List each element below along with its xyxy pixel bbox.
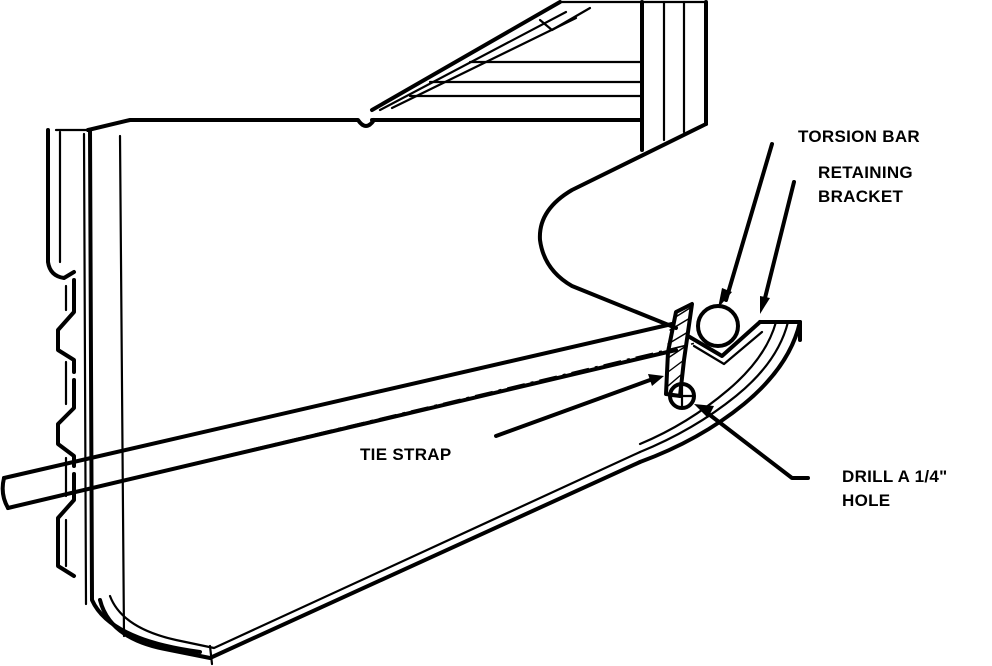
torsion-bar-arrowhead [718,288,732,308]
bottom-seam [208,644,214,666]
torsion-bar-bottom-line [6,348,678,510]
tie-strap-label: TIE STRAP [360,445,452,464]
bracket-ledge [758,320,802,342]
drill-hole [668,382,696,410]
door-cutout-edge [537,122,708,330]
door-left-edge [88,128,202,654]
retaining-bracket-cradle [686,320,762,358]
retaining-bracket [686,320,764,366]
tie-strap-hatching [667,307,691,387]
tie-strap-leader [494,378,652,438]
flange-tab-2 [56,378,76,468]
drill-hole-label-line1: DRILL A 1/4" [842,467,948,486]
drill-hole-label-line2: HOLE [842,491,890,510]
tie-strap-arrowhead [648,374,664,386]
bottom-inner-edge [108,450,642,650]
torsion-bar-leader [724,142,774,302]
right-rounded-inner-2 [638,320,778,446]
upper-panel [370,0,708,152]
flange-upper [46,128,76,280]
upper-panel-notch [538,6,592,32]
torsion-bar [0,304,740,510]
drill-hole-leader [704,410,810,480]
torsion-bar-end [0,476,10,510]
callout-labels: TORSION BAR RETAINING BRACKET TIE STRAP … [360,127,948,510]
right-rounded-edge [638,320,802,464]
door-body [82,118,708,654]
leader-arrows [494,142,810,480]
retaining-bracket-arrowhead [760,296,770,314]
drill-hole-arrowhead [694,404,714,418]
door-inner-left-line [118,134,126,638]
retaining-bracket-leader [762,180,796,304]
drill-hole-crosshair [668,382,696,410]
retaining-bracket-label-line1: RETAINING [818,163,913,182]
flange-tab-1 [56,278,76,374]
door-top-edge [86,118,376,132]
tie-strap [664,302,694,398]
door-outer-left-line [82,132,88,606]
retaining-bracket-cradle-inner [692,330,764,366]
torsion-bar-centerline [89,341,701,489]
right-rounded-inner [638,320,790,454]
bottom-outer-edge [98,460,642,660]
torsion-bar-top-line [2,322,674,480]
torsion-bar-label: TORSION BAR [798,127,920,146]
retaining-bracket-label-line2: BRACKET [818,187,904,206]
torsion-bar-section [696,304,740,348]
upper-panel-slant-edge [370,0,562,112]
door-bottom-curve [98,320,802,666]
